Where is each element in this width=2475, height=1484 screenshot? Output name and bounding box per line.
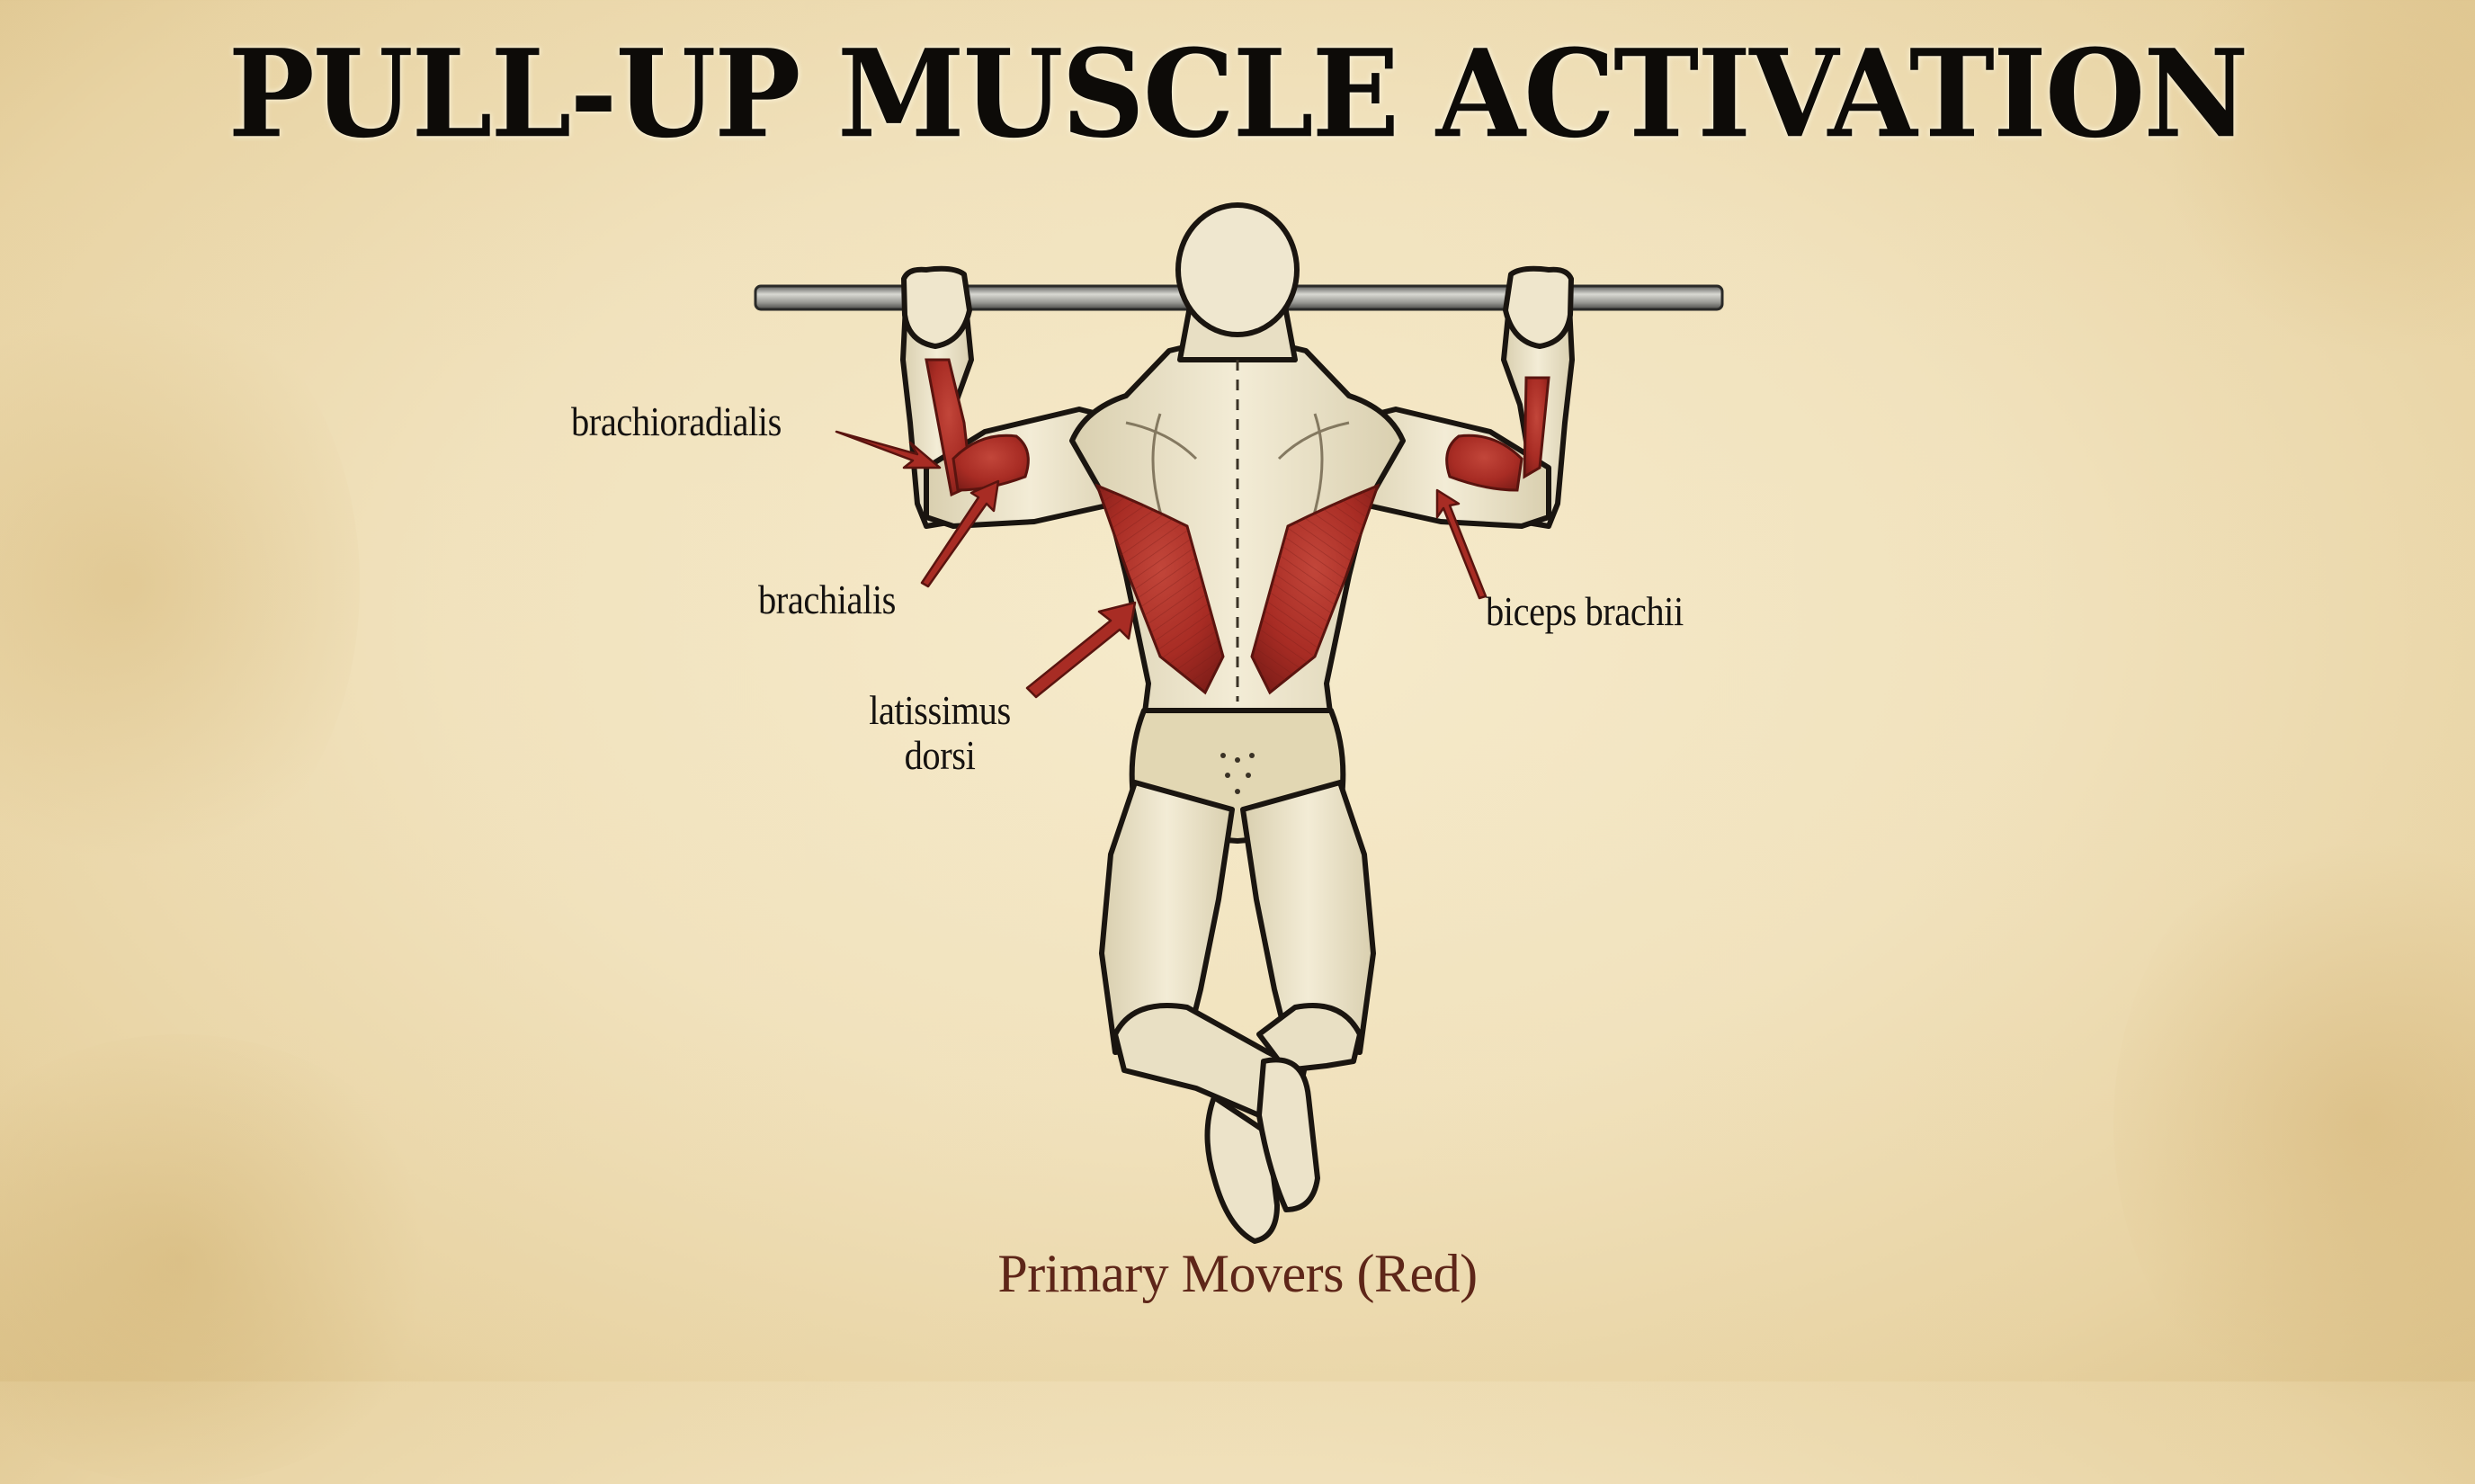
right-hand — [1503, 265, 1574, 349]
page-title: PULL-UP MUSCLE ACTIVATION — [228, 23, 2249, 165]
foot-right — [1256, 1057, 1320, 1212]
label-arrows — [835, 430, 1488, 699]
label-brachialis: brachialis — [758, 577, 896, 622]
label-biceps-brachii: biceps brachii — [1486, 588, 1684, 634]
arrow-brachioradialis — [835, 430, 942, 469]
arrow-biceps-brachii — [1435, 488, 1488, 600]
head — [1175, 202, 1300, 337]
legend-caption: Primary Movers (Red) — [997, 1244, 1478, 1303]
foot-left — [1204, 1095, 1280, 1244]
pullup-anatomy-illustration — [754, 202, 1724, 1244]
label-latissimus-line1: latissimus — [869, 687, 1011, 733]
brachioradialis-right — [1523, 376, 1550, 479]
biceps-right — [1445, 434, 1523, 492]
left-hand — [901, 265, 972, 349]
arrow-brachialis — [920, 479, 1000, 588]
arrow-latissimus — [1025, 601, 1137, 699]
label-latissimus-dorsi: latissimus dorsi — [861, 688, 1019, 778]
label-latissimus-line2: dorsi — [904, 732, 976, 778]
muscle-highlights — [925, 358, 1550, 695]
label-brachioradialis: brachioradialis — [571, 398, 782, 444]
